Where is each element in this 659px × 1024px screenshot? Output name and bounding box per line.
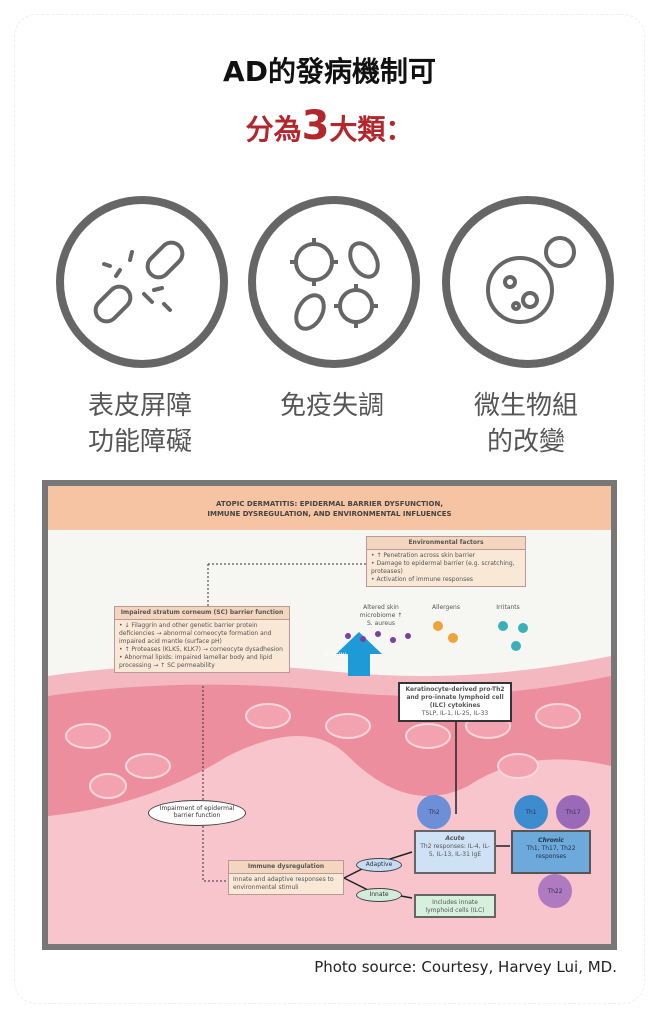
- category-label: 微生物組的改變: [436, 388, 616, 460]
- th22-cell: Th22: [538, 874, 572, 908]
- title-line2: 分為3大類：: [0, 103, 659, 149]
- stratum-corneum-box: Impaired stratum corneum (SC) barrier fu…: [114, 606, 290, 673]
- irritants-label: Irritants: [496, 604, 520, 611]
- germs-icon: [248, 196, 420, 368]
- title-part: 分為: [245, 113, 302, 146]
- card-frame: [14, 14, 645, 1004]
- label-line: 的改變: [486, 427, 565, 457]
- ilc-box: Includes innate lymphoid cells (ILC): [414, 894, 496, 918]
- ad-pathogenesis-diagram: ATOPIC DERMATITIS: EPIDERMAL BARRIER DYS…: [42, 480, 617, 950]
- box-body: TSLP, IL-1, IL-25, IL-33: [421, 710, 489, 717]
- box-item: • Activation of immune responses: [371, 576, 474, 583]
- box-title: Chronic: [538, 837, 564, 844]
- skin-illustration: [48, 563, 611, 944]
- innate-ellipse: Innate: [356, 888, 402, 902]
- impairment-ellipse: Impairment of epidermal barrier function: [148, 800, 246, 826]
- label-line: 表皮屏障: [87, 391, 192, 421]
- box-title: Keratinocyte-derived pro-Th2 and pro-inn…: [405, 686, 505, 709]
- box-title: Immune dysregulation: [229, 861, 343, 874]
- th1-cell: Th1: [514, 795, 548, 829]
- title-part: 大類：: [329, 113, 414, 146]
- label-line: 微生物組: [473, 391, 578, 421]
- box-item: • Damage to epidermal barrier (e.g. scra…: [371, 560, 515, 575]
- category-label: 表皮屏障功能障礙: [50, 388, 230, 460]
- category-label: 免疫失調: [242, 388, 422, 424]
- broken-chain-icon: [56, 196, 228, 368]
- adaptive-ellipse: Adaptive: [356, 858, 402, 872]
- label-line: 免疫失調: [279, 391, 384, 421]
- photo-source: Photo source: Courtesy, Harvey Lui, MD.: [314, 958, 617, 976]
- box-body: Th2 responses: IL-4, IL-5, IL-13, IL-31 …: [420, 843, 490, 858]
- title-number: 3: [301, 103, 330, 149]
- th2-cell: Th2: [417, 795, 451, 829]
- box-body: Th1, Th17, Th22 responses: [526, 845, 576, 860]
- immune-dysregulation-box: Immune dysregulation Innate and adaptive…: [228, 860, 344, 895]
- title-line1: AD的發病機制可: [223, 55, 436, 88]
- tewl-label: ↑ TEWL: [324, 652, 348, 659]
- box-item: • ↓ Filaggrin and other genetic barrier …: [119, 622, 272, 645]
- acute-box: Acute Th2 responses: IL-4, IL-5, IL-13, …: [414, 830, 496, 874]
- keratinocyte-cytokines-box: Keratinocyte-derived pro-Th2 and pro-inn…: [398, 682, 512, 722]
- box-title: Environmental factors: [367, 537, 525, 550]
- header-line: ATOPIC DERMATITIS: EPIDERMAL BARRIER DYS…: [215, 500, 443, 508]
- header-line: IMMUNE DYSREGULATION, AND ENVIRONMENTAL …: [207, 510, 452, 518]
- box-title: Impaired stratum corneum (SC) barrier fu…: [115, 607, 289, 620]
- allergens-label: Allergens: [432, 604, 460, 611]
- th17-cell: Th17: [556, 795, 590, 829]
- chronic-box: Chronic Th1, Th17, Th22 responses: [511, 830, 591, 874]
- environmental-factors-box: Environmental factors • ↑ Penetration ac…: [366, 536, 526, 587]
- box-item: • ↑ Penetration across skin barrier: [371, 552, 476, 559]
- label-line: 功能障礙: [87, 427, 192, 457]
- box-title: Acute: [445, 835, 465, 842]
- box-item: • Abnormal lipids: impaired lamellar bod…: [119, 654, 273, 669]
- microbiome-label: Altered skin microbiome ↑ S. aureus: [359, 604, 403, 627]
- box-item: • ↑ Proteases (KLK5, KLK7) → corneocyte …: [119, 646, 283, 653]
- microbe-icon: [442, 196, 614, 368]
- box-body: Innate and adaptive responses to environ…: [233, 876, 334, 891]
- diagram-header: ATOPIC DERMATITIS: EPIDERMAL BARRIER DYS…: [48, 486, 611, 530]
